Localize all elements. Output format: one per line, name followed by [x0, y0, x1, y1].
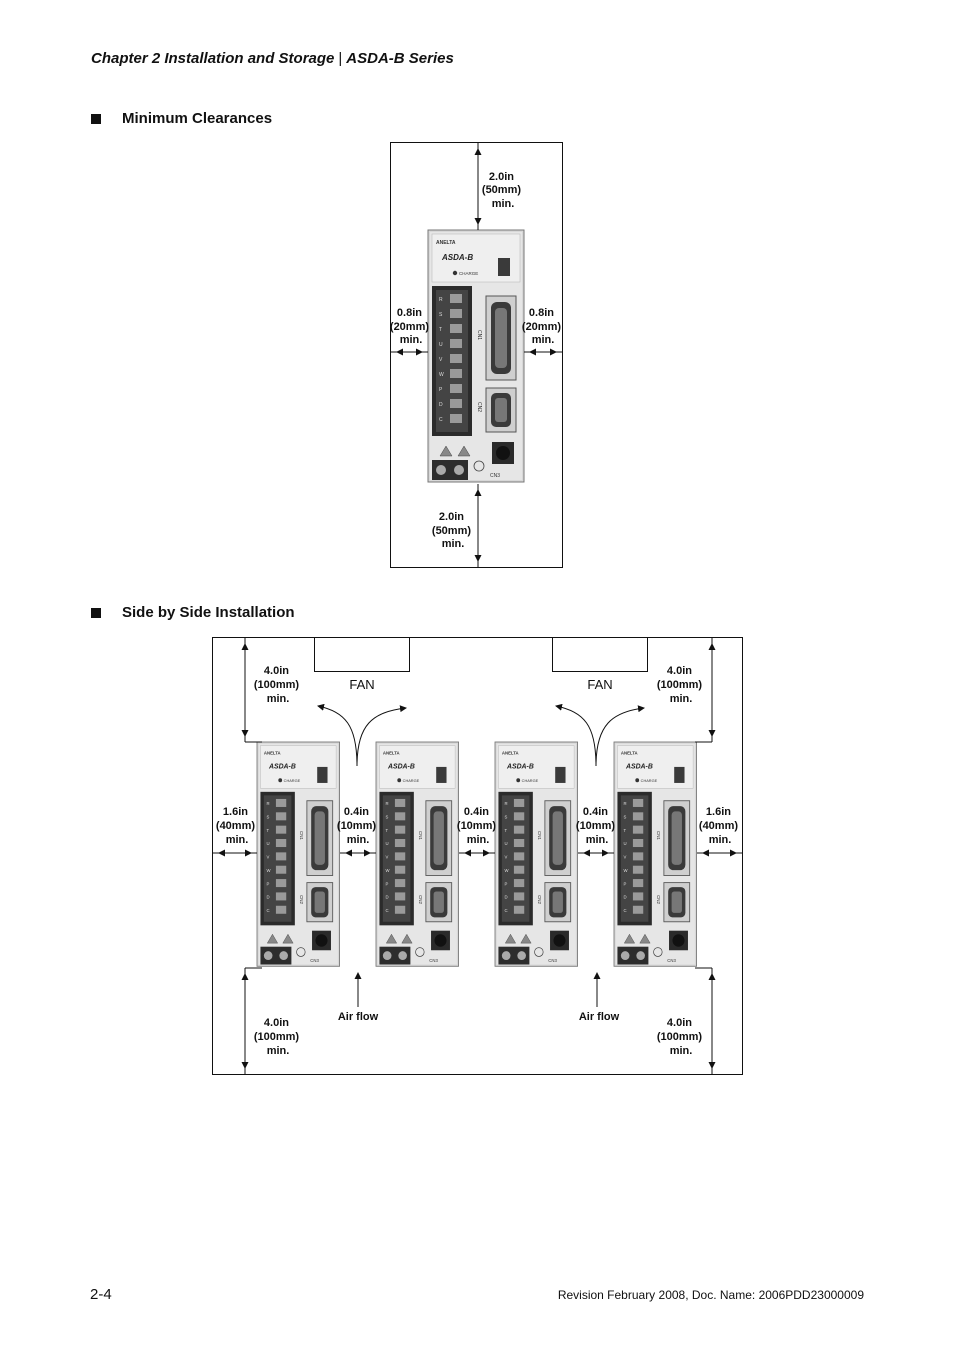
page-number: 2-4	[90, 1286, 112, 1303]
fan-box-left	[314, 637, 410, 672]
series-title: ASDA-B Series	[346, 50, 454, 67]
gap1-clearance-label: 0.4in (10mm) min.	[337, 806, 379, 846]
chapter-title: Chapter 2 Installation and Storage	[91, 50, 335, 67]
bullet-icon	[91, 113, 101, 124]
section-side-by-side: Side by Side Installation	[91, 604, 295, 621]
revision-info: Revision February 2008, Doc. Name: 2006P…	[557, 1288, 864, 1302]
top-left-clearance-label: 4.0in (100mm) min.	[254, 665, 302, 705]
airflow-label-left: Air flow	[338, 1011, 379, 1023]
bullet-icon	[91, 607, 101, 618]
side-left-clearance-label: 1.6in (40mm) min.	[216, 806, 258, 846]
side-right-clearance-label: 1.6in (40mm) min.	[699, 806, 741, 846]
chapter-header: Chapter 2 Installation and Storage|ASDA-…	[91, 50, 454, 67]
gap3-clearance-label: 0.4in (10mm) min.	[576, 806, 618, 846]
right-clearance-label: 0.8in (20mm) min.	[522, 307, 564, 346]
section-title: Side by Side Installation	[122, 604, 295, 621]
bottom-right-clearance-label: 4.0in (100mm) min.	[657, 1017, 705, 1057]
section-minimum-clearances: Minimum Clearances	[91, 110, 272, 127]
top-right-clearance-label: 4.0in (100mm) min.	[657, 665, 705, 705]
fan-label-right: FAN	[587, 677, 612, 692]
gap2-clearance-label: 0.4in (10mm) min.	[457, 806, 499, 846]
section-title: Minimum Clearances	[122, 110, 273, 127]
servo-drive-image	[427, 229, 525, 483]
top-clearance-label: 2.0in (50mm) min.	[482, 171, 524, 210]
bottom-clearance-label: 2.0in (50mm) min.	[432, 511, 474, 550]
left-clearance-label: 0.8in (20mm) min.	[390, 307, 432, 346]
fan-label-left: FAN	[349, 677, 374, 692]
fan-box-right	[552, 637, 648, 672]
header-separator: |	[338, 50, 343, 67]
airflow-label-right: Air flow	[579, 1011, 620, 1023]
bottom-left-clearance-label: 4.0in (100mm) min.	[254, 1017, 302, 1057]
